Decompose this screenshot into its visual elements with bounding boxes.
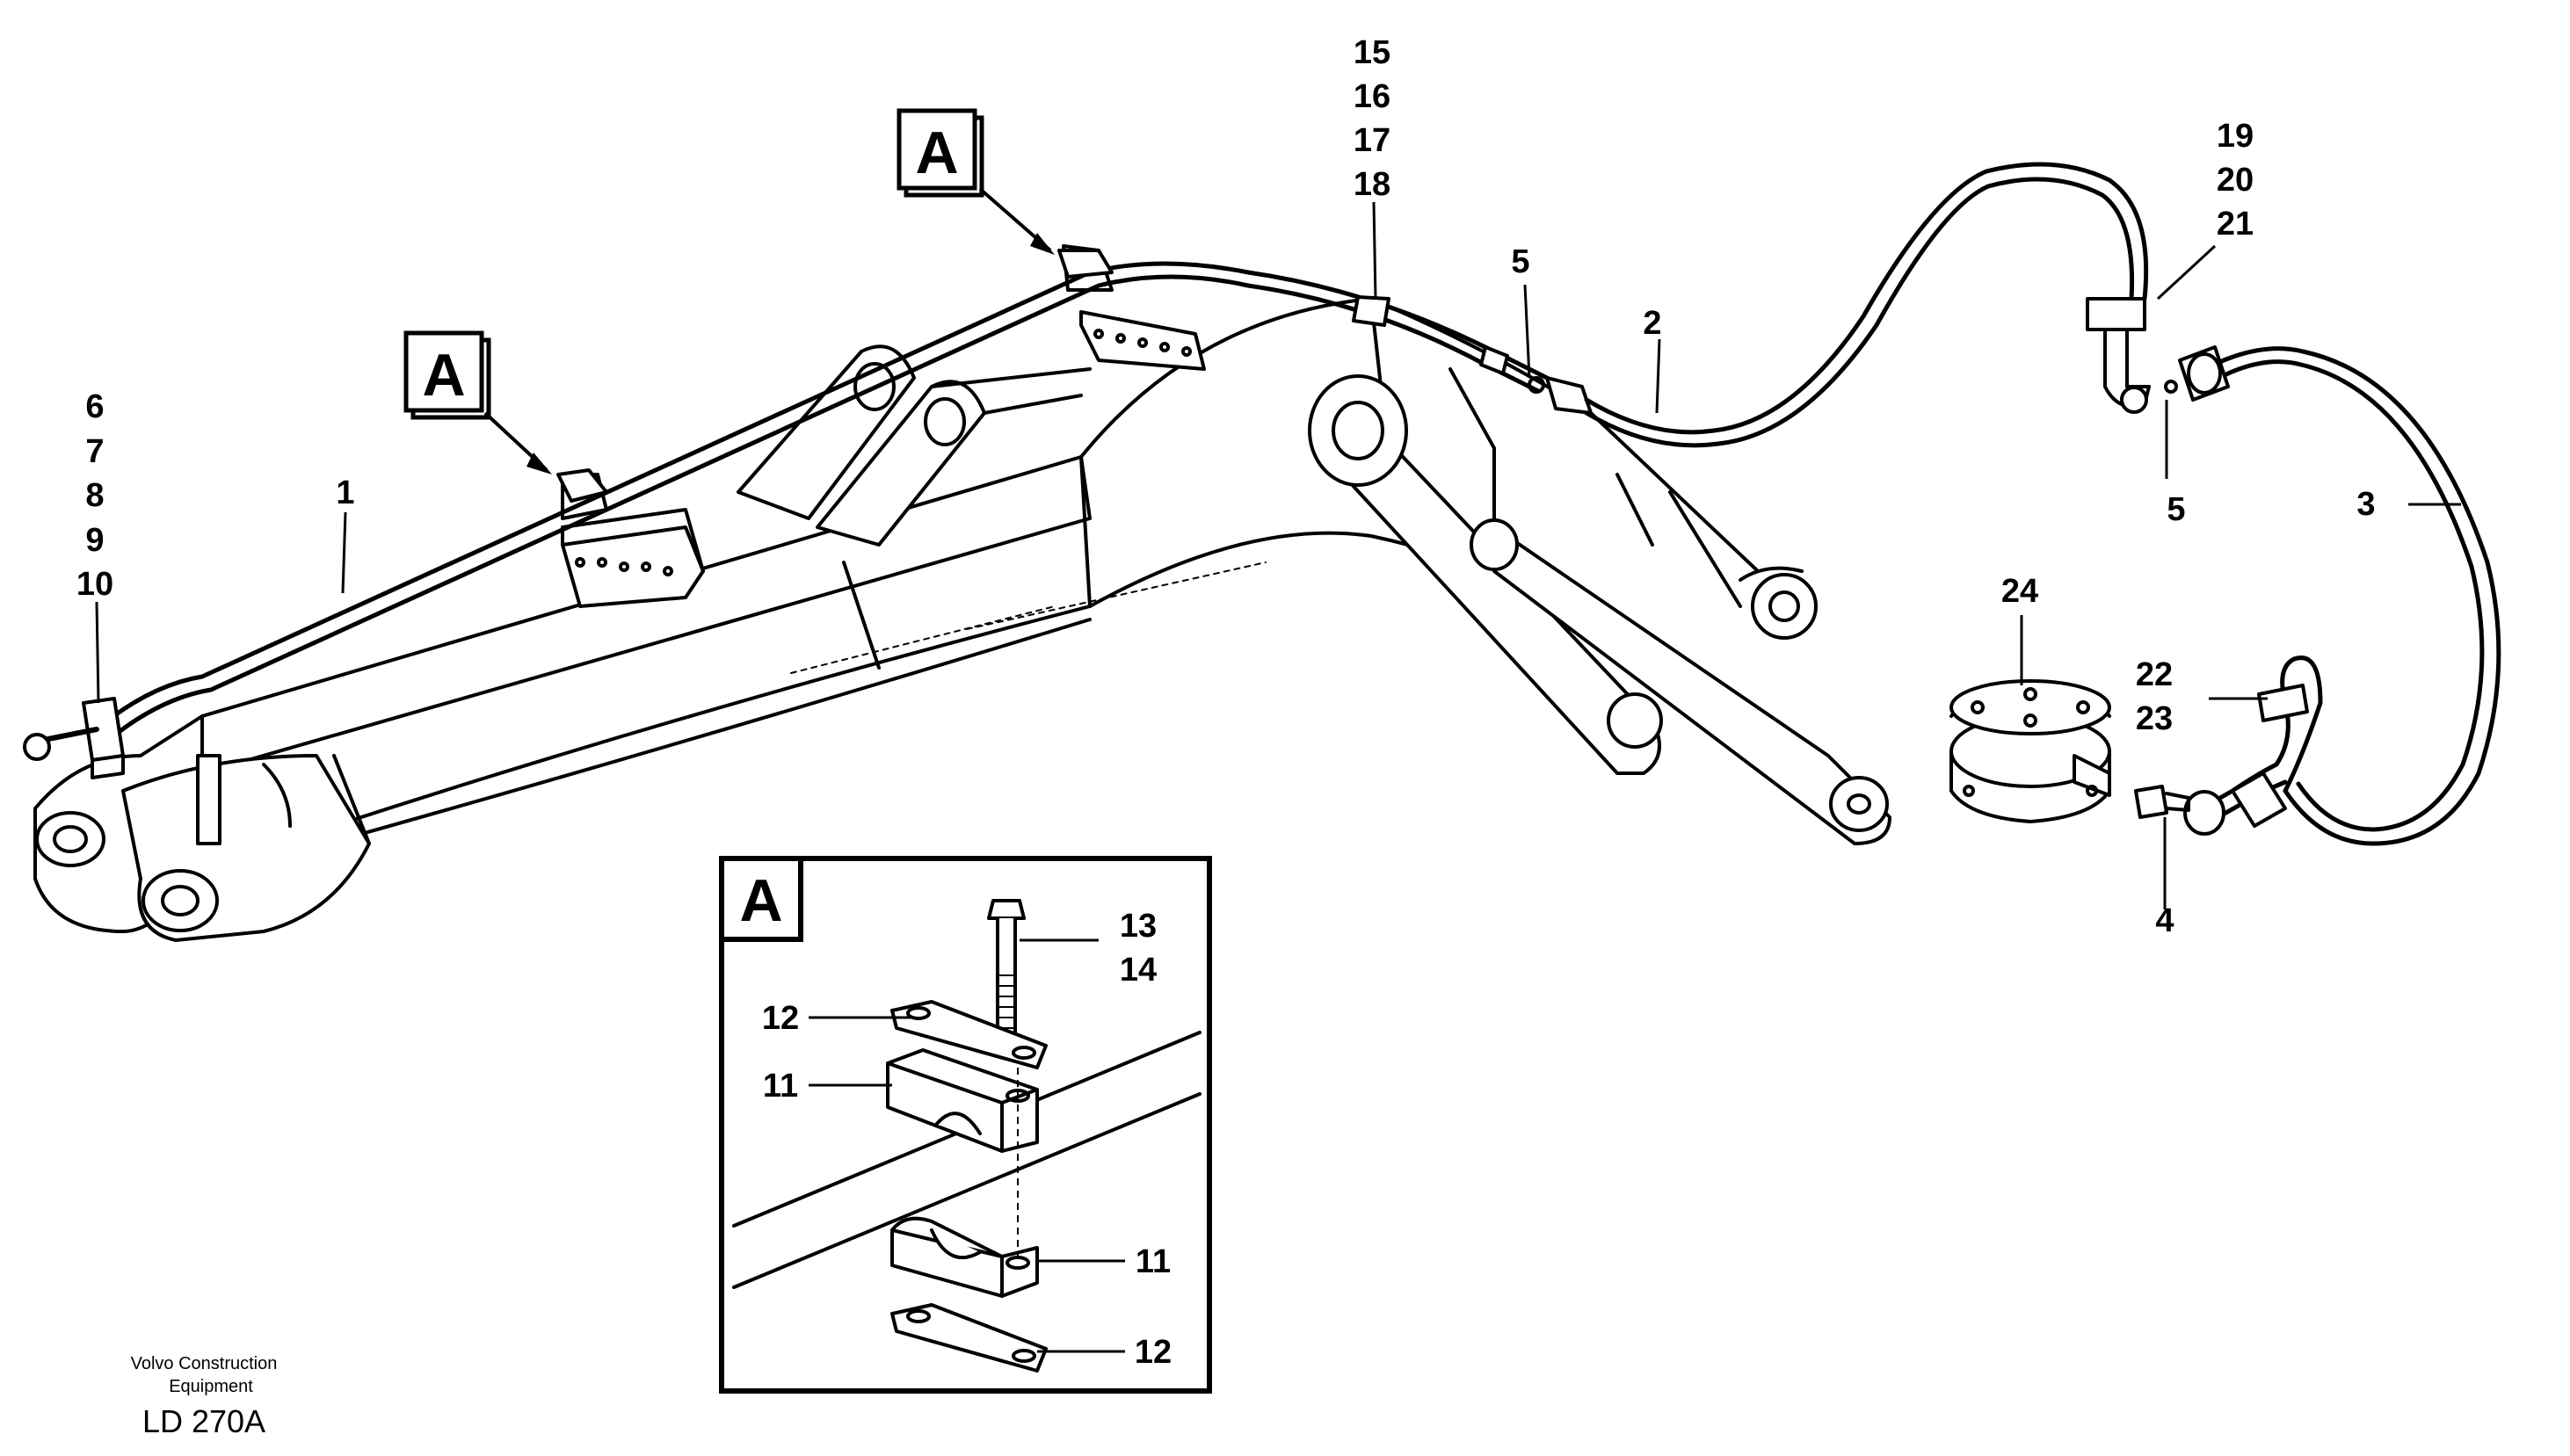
drawing-code: LD 270A — [142, 1403, 265, 1439]
label-13: 13 — [1120, 908, 1157, 945]
callout-a-rear-label: A — [915, 120, 958, 186]
label-16: 16 — [1354, 78, 1390, 115]
label-4: 4 — [2155, 902, 2174, 939]
label-21: 21 — [2217, 206, 2254, 243]
tube-end-fitting — [1352, 295, 1593, 415]
company-line-2: Equipment — [169, 1377, 253, 1396]
detail-inset-a: A — [719, 856, 1212, 1394]
inset-plate-lower — [890, 1303, 1048, 1373]
hose-clamp-22-23 — [2257, 684, 2309, 722]
callout-a-front: A — [403, 330, 552, 474]
label-14: 14 — [1120, 952, 1157, 989]
inset-tag-label: A — [739, 867, 782, 934]
label-11-upper: 11 — [763, 1068, 798, 1105]
inset-bolt — [987, 899, 1026, 1039]
callout-a-front-label: A — [422, 342, 465, 409]
label-5-upper: 5 — [1511, 243, 1529, 280]
label-12-upper: 12 — [762, 1000, 799, 1037]
elbow-fitting — [2086, 297, 2178, 414]
leader-lines — [95, 201, 2461, 909]
rigid-tube — [94, 261, 1550, 745]
hose-2 — [1584, 162, 2149, 448]
rear-end-clamp — [23, 697, 125, 779]
footer: Volvo Construction Equipment LD 270A — [131, 1354, 278, 1439]
hose-3-fitting-top — [2178, 345, 2230, 402]
tube-clamp-front — [556, 468, 608, 503]
label-2: 2 — [1643, 305, 1661, 342]
label-23: 23 — [2136, 700, 2173, 737]
hose-3-fitting-bottom — [2183, 771, 2287, 836]
boom-cylinder — [1308, 374, 1891, 845]
label-15: 15 — [1354, 34, 1390, 71]
label-11-lower: 11 — [1136, 1243, 1171, 1280]
label-20: 20 — [2217, 162, 2254, 199]
label-12-lower: 12 — [1135, 1334, 1172, 1371]
part-labels: 1 2 3 4 5 5 6 7 8 9 10 15 16 17 18 19 20… — [76, 34, 2376, 939]
inset-leader-lines — [809, 938, 1125, 1353]
inset-clamp-upper — [886, 1048, 1039, 1153]
label-24: 24 — [2001, 573, 2038, 610]
label-18: 18 — [1354, 166, 1390, 203]
label-3: 3 — [2356, 486, 2375, 523]
connector-4 — [2134, 785, 2190, 819]
hose-3 — [2186, 346, 2501, 846]
company-line-1: Volvo Construction — [131, 1354, 278, 1373]
callout-a-rear: A — [897, 108, 1055, 255]
inset-plate-upper — [890, 1000, 1048, 1069]
label-6: 6 — [85, 388, 104, 425]
label-5-lower: 5 — [2167, 491, 2185, 528]
label-10: 10 — [76, 566, 113, 603]
label-9: 9 — [85, 522, 104, 559]
label-22: 22 — [2136, 656, 2173, 693]
tube-clamp-rear — [1057, 249, 1114, 279]
valve-block-24 — [1949, 679, 2111, 823]
label-1: 1 — [336, 474, 354, 511]
inset-clamp-lower — [890, 1216, 1039, 1298]
label-7: 7 — [85, 433, 104, 470]
label-19: 19 — [2217, 118, 2254, 155]
label-17: 17 — [1354, 122, 1390, 159]
label-8: 8 — [85, 477, 104, 514]
boom-foot — [33, 714, 371, 942]
